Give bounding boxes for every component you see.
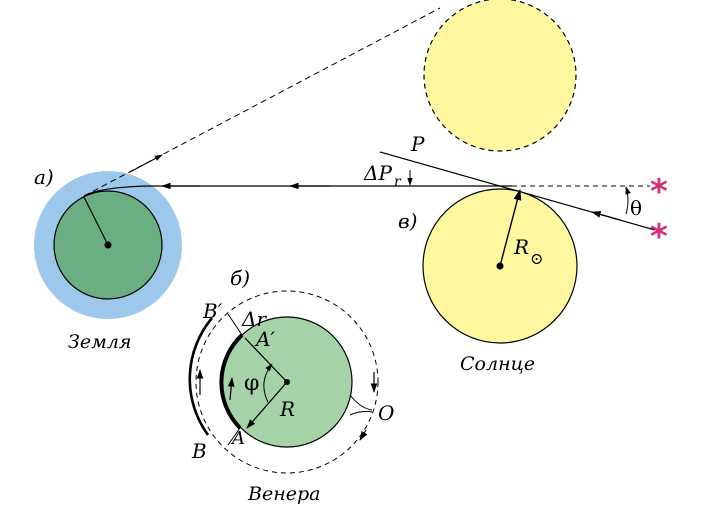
label-sun: Солнце <box>460 353 535 375</box>
venus-arc-aa <box>219 333 244 430</box>
label-earth: Земля <box>68 331 132 353</box>
label-r-sun: R <box>513 235 529 259</box>
label-P: P <box>410 132 425 156</box>
venus-outer-dashed <box>195 290 379 474</box>
label-dr: Δr <box>241 307 267 331</box>
label-b: б) <box>230 266 250 290</box>
venus-radial-a <box>227 427 241 446</box>
venus-radius-line <box>246 381 288 429</box>
venus-phi-arc <box>263 363 273 403</box>
venus-radius-line-2 <box>244 337 288 383</box>
venus-orbit-arrow-2 <box>359 429 368 441</box>
star-top: * <box>650 172 668 212</box>
theta-angle-arc <box>625 186 631 215</box>
apparent-sightline-arrow <box>129 154 163 173</box>
label-bp: B′ <box>202 299 223 323</box>
label-delta-pr: ΔP <box>363 161 392 185</box>
earth-radius-line <box>83 196 109 246</box>
label-ap: A′ <box>254 327 275 351</box>
label-o: O <box>378 401 394 425</box>
ray-bend-earth <box>83 185 151 197</box>
label-b-point: B <box>191 439 207 463</box>
deflected-ray-arrow <box>591 211 621 221</box>
venus-o-pointer-1 <box>349 394 373 411</box>
label-phi: φ <box>244 371 259 396</box>
label-venus: Венера <box>247 483 320 505</box>
label-v: в) <box>398 209 417 233</box>
venus-o-pointer-2 <box>349 410 373 416</box>
apparent-sightline-dashed <box>83 7 441 197</box>
label-r-sun-sub: ⊙ <box>530 249 543 268</box>
sun-apparent-position <box>423 0 577 152</box>
label-delta-pr-sub: r <box>394 174 402 190</box>
label-theta: θ <box>630 196 642 220</box>
venus-arc-aa-arrow <box>227 377 235 401</box>
label-r-venus: R <box>279 397 295 421</box>
venus-radial-ap <box>227 313 243 336</box>
label-a: а) <box>34 165 54 189</box>
label-a-point: A <box>230 428 245 449</box>
venus-arc-bb <box>188 317 213 436</box>
sun-radius-line <box>499 188 522 267</box>
star-bottom: * <box>650 217 668 257</box>
